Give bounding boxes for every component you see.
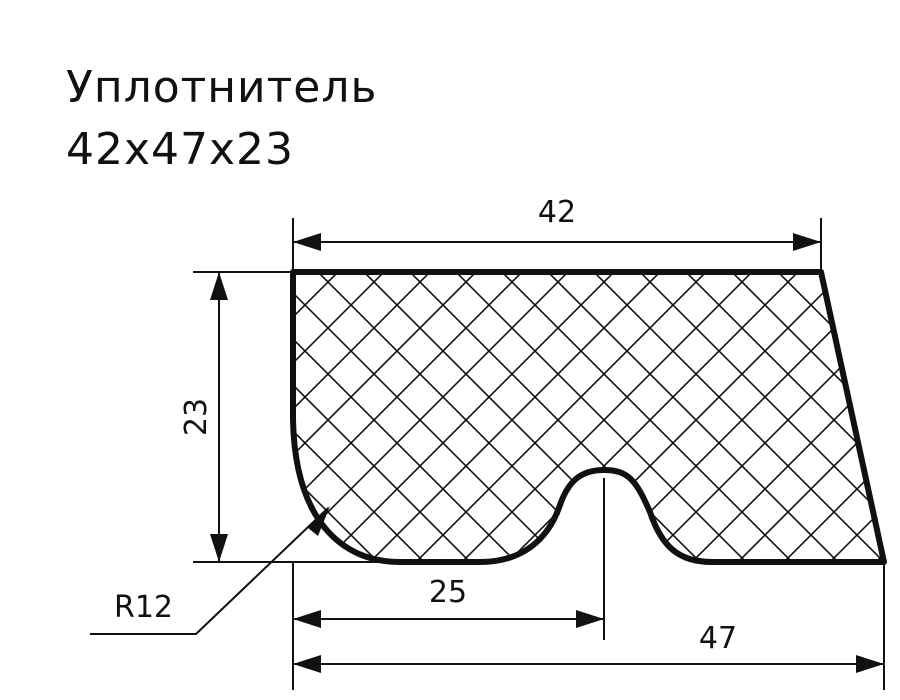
arrowhead-height-bottom xyxy=(210,534,228,562)
hatch-line xyxy=(293,272,463,562)
arrowhead-notch-offset-left xyxy=(293,610,321,628)
profile-hatching xyxy=(0,240,884,600)
hatch-line xyxy=(0,240,48,600)
dimension-label-height: 23 xyxy=(179,398,214,436)
hatch-line xyxy=(469,272,831,562)
hatch-line xyxy=(515,272,877,562)
hatch-line xyxy=(293,272,325,562)
dimension-label-bottom-width: 47 xyxy=(699,621,737,656)
hatch-line xyxy=(0,240,140,600)
arrowhead-radius xyxy=(308,506,330,536)
dimension-label-top-width: 42 xyxy=(538,195,576,230)
hatch-line xyxy=(0,240,278,600)
hatch-line xyxy=(293,272,371,562)
hatch-line xyxy=(0,240,140,600)
hatch-line xyxy=(293,272,417,562)
arrowhead-top-width-left xyxy=(293,233,321,251)
hatch-line xyxy=(377,272,739,562)
hatch-line xyxy=(0,240,94,600)
hatch-line xyxy=(653,272,884,562)
arrowhead-height-top xyxy=(210,272,228,300)
hatch-line xyxy=(0,240,48,600)
hatch-line xyxy=(883,272,884,562)
hatch-line xyxy=(561,272,884,562)
dimension-label-radius: R12 xyxy=(114,590,173,625)
hatch-line xyxy=(0,240,94,600)
drawing-title-size: 42x47x23 xyxy=(66,124,294,175)
arrowhead-bottom-width-left xyxy=(293,655,321,673)
hatch-line xyxy=(293,272,555,562)
arrowhead-bottom-width-right xyxy=(856,655,884,673)
hatch-line xyxy=(423,272,785,562)
hatch-line xyxy=(0,240,2,600)
arrowhead-top-width-right xyxy=(793,233,821,251)
hatch-line xyxy=(293,272,509,562)
drawing-title-name: Уплотнитель xyxy=(66,62,377,113)
hatch-line xyxy=(607,272,884,562)
hatch-line xyxy=(791,272,884,562)
hatch-line xyxy=(0,240,186,600)
arrowhead-notch-offset-right xyxy=(576,610,604,628)
seal-profile-outline xyxy=(290,269,887,565)
hatch-line xyxy=(293,272,463,562)
dimension-label-notch-offset: 25 xyxy=(429,575,467,610)
hatch-line xyxy=(0,240,186,600)
hatch-line xyxy=(293,272,325,562)
hatch-line xyxy=(0,240,2,600)
radius-leader-line xyxy=(90,507,329,635)
hatch-line xyxy=(745,272,884,562)
hatch-line xyxy=(883,272,884,562)
hatch-line xyxy=(745,272,884,562)
hatch-line xyxy=(293,272,417,562)
hatch-line xyxy=(0,240,278,600)
